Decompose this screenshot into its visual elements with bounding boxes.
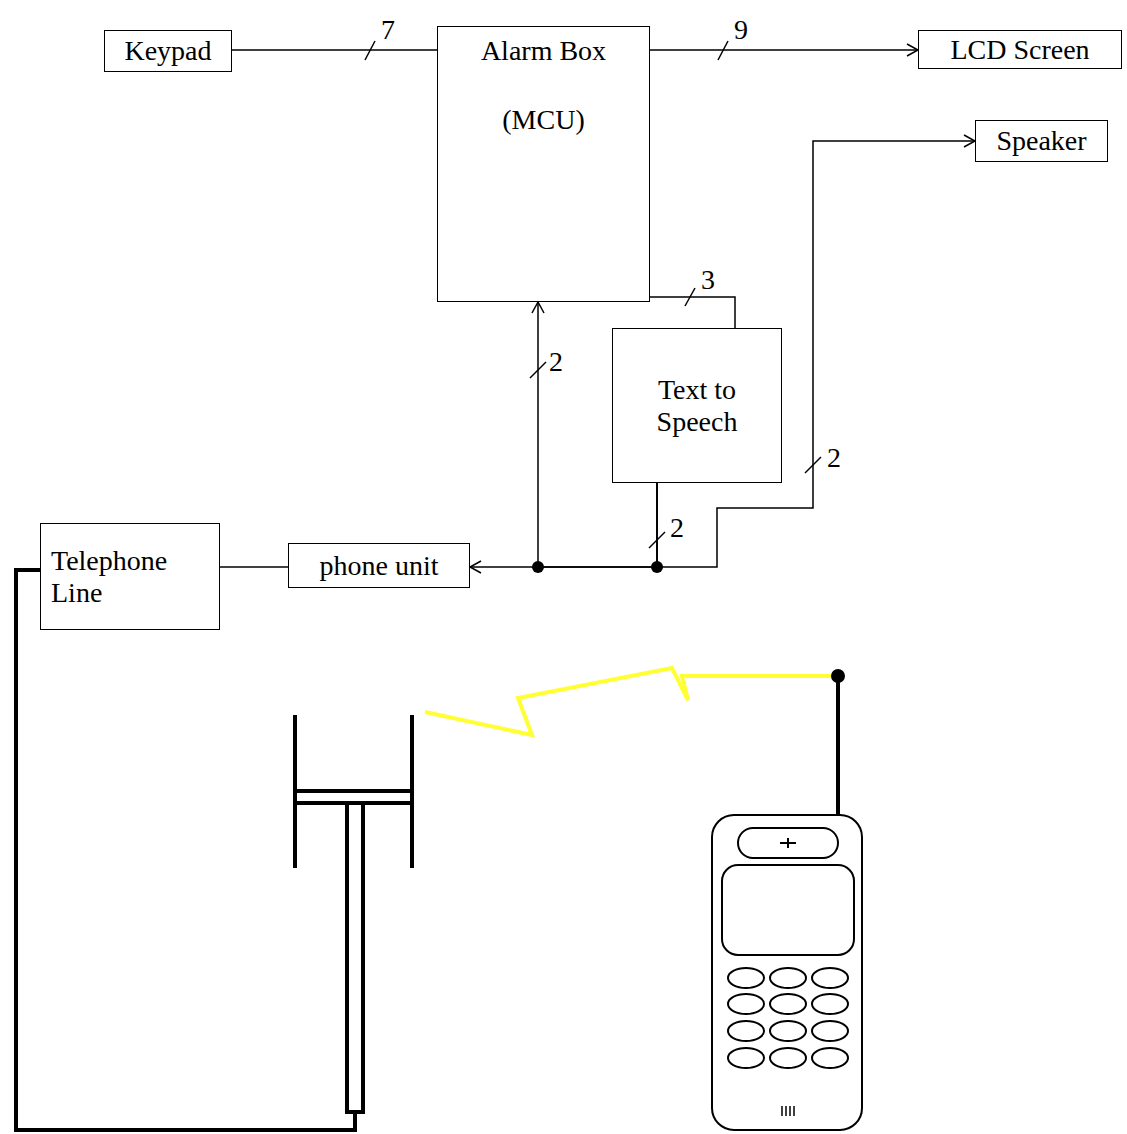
radio-link — [425, 668, 838, 735]
phone-key — [728, 1048, 764, 1068]
cell-phone — [712, 670, 862, 1130]
tower-arm — [293, 715, 297, 868]
module-box: Text to Speech — [612, 328, 782, 483]
input-box: Keypad — [104, 30, 232, 72]
signal-line — [220, 566, 288, 568]
output-box: LCD Screen — [918, 30, 1122, 69]
phone-antenna — [836, 676, 840, 815]
phone-key — [728, 1021, 764, 1041]
phone-key — [770, 968, 806, 988]
signal-line — [650, 297, 735, 328]
phone-screen — [722, 865, 854, 955]
tower-bar — [295, 801, 412, 805]
bus-width: 7 — [380, 16, 396, 44]
output-box: Speaker — [975, 120, 1108, 162]
phone-key — [812, 994, 848, 1014]
tower-bar — [295, 789, 412, 793]
phone-key — [728, 968, 764, 988]
line-box: Telephone Line — [40, 523, 220, 630]
phone-key — [770, 1021, 806, 1041]
tower-arm — [410, 715, 414, 868]
phone-body — [712, 815, 862, 1130]
module-box: phone unit — [288, 543, 470, 588]
bus-width: 2 — [548, 348, 564, 376]
tower-pole — [347, 803, 363, 1112]
grille-line — [781, 1106, 783, 1116]
phone-cable — [16, 570, 355, 1130]
grille-line — [785, 1106, 787, 1116]
box-label: Text to Speech — [657, 374, 738, 437]
signal-line — [470, 483, 657, 567]
phone-key — [728, 994, 764, 1014]
bus-width: 3 — [700, 266, 716, 294]
phone-key — [812, 1048, 848, 1068]
bus-width: 2 — [669, 514, 685, 542]
controller-box: Alarm Box (MCU) — [437, 26, 650, 302]
bus-width: 2 — [826, 444, 842, 472]
phone-key — [770, 1048, 806, 1068]
signal-line — [232, 49, 437, 51]
antenna-tower — [295, 715, 412, 1112]
bus-width: 9 — [733, 16, 749, 44]
phone-key — [812, 968, 848, 988]
box-label: Telephone Line — [51, 545, 167, 608]
phone-mic-grille — [782, 1106, 794, 1116]
signal-line — [650, 49, 918, 51]
grille-line — [789, 1106, 791, 1116]
box-label: LCD Screen — [950, 34, 1089, 65]
grille-line — [793, 1106, 795, 1116]
phone-earpiece-slot — [787, 838, 789, 848]
box-label: Keypad — [124, 35, 211, 66]
phone-keys — [728, 968, 848, 1068]
phone-earpiece — [738, 828, 838, 858]
phone-key — [770, 994, 806, 1014]
phone-key — [812, 1021, 848, 1041]
antenna-tip — [832, 670, 844, 682]
box-label: phone unit — [320, 550, 439, 581]
box-label: Alarm Box — [481, 35, 606, 66]
box-label: Speaker — [996, 125, 1086, 156]
box-label: (MCU) — [502, 104, 584, 135]
